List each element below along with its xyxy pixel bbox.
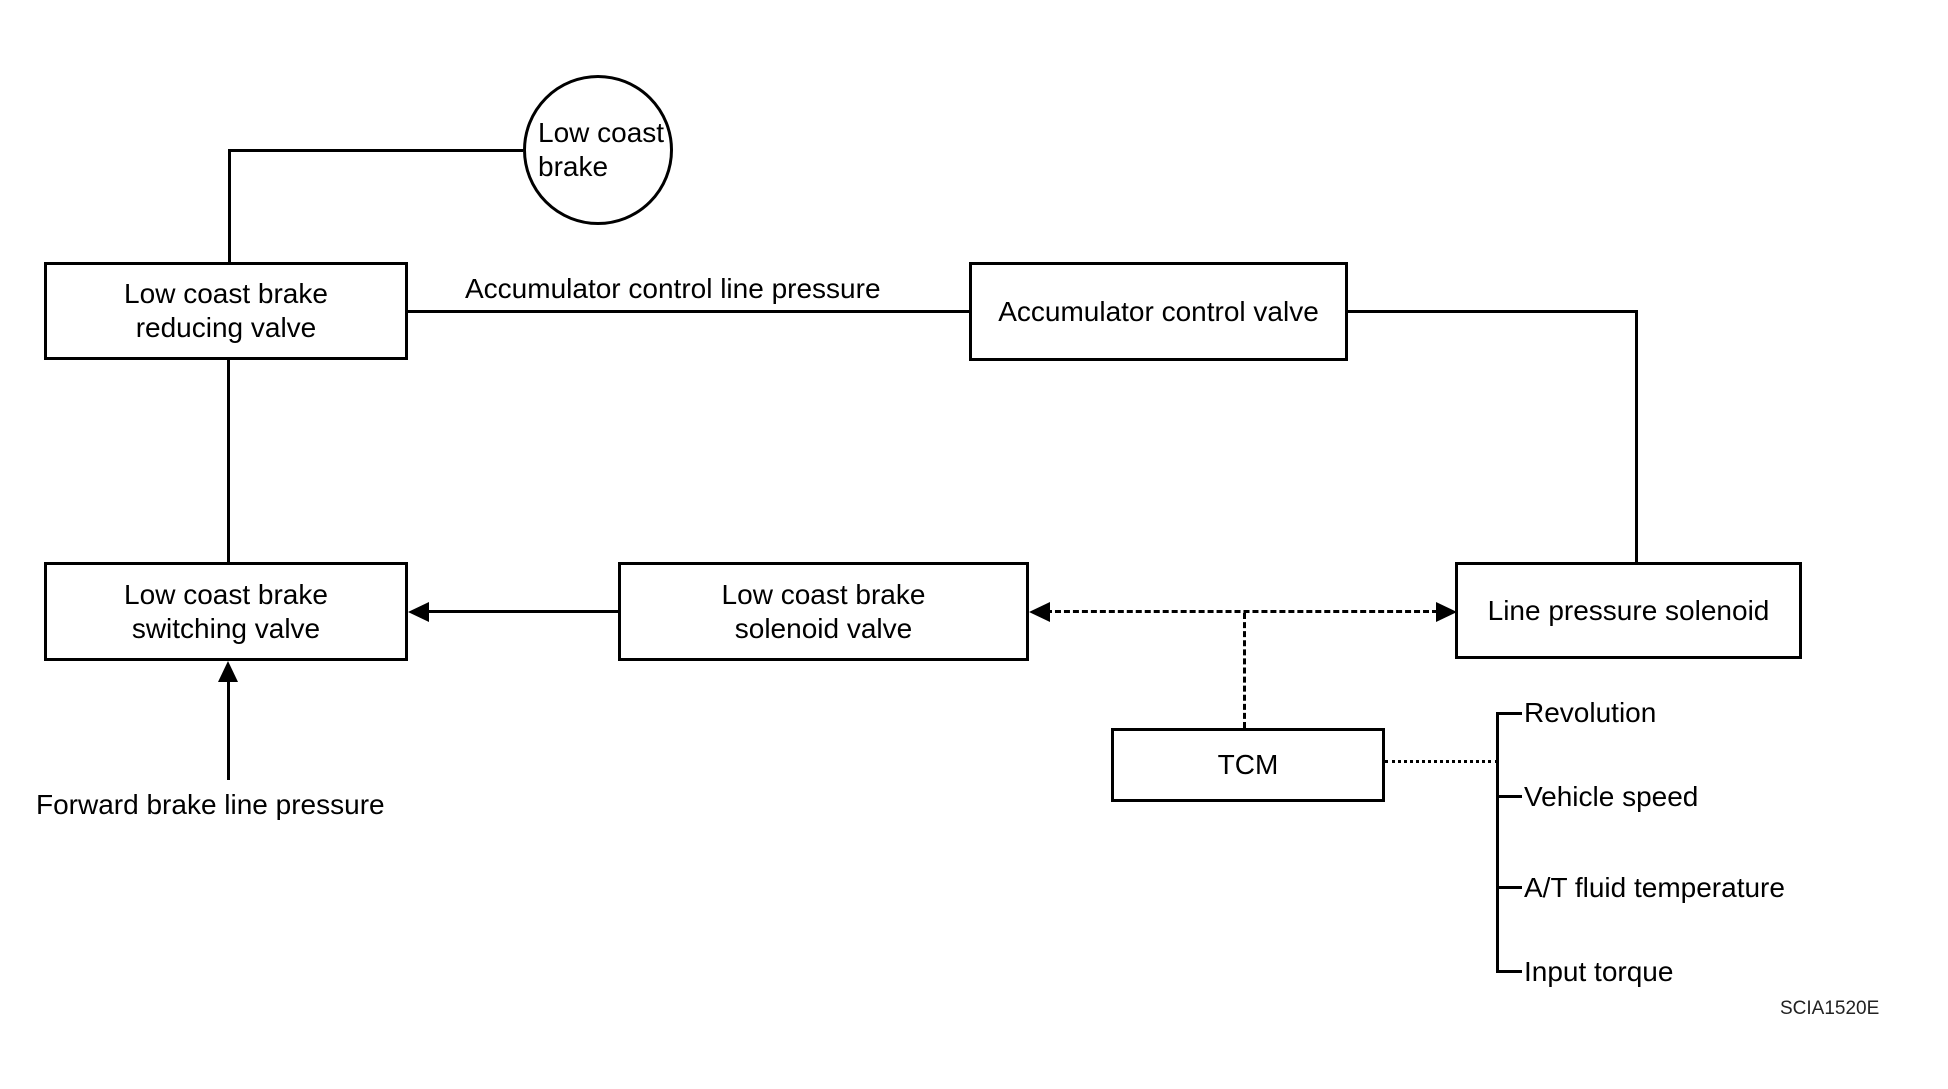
node-tcm-label: TCM: [1217, 749, 1279, 780]
node-accumulator-control-valve: Accumulator control valve: [969, 262, 1348, 361]
node-line-pressure-solenoid: Line pressure solenoid: [1455, 562, 1802, 659]
node-tcm: TCM: [1111, 728, 1385, 802]
edge-label-accumulator-control-line-pressure: Accumulator control line pressure: [465, 273, 881, 304]
node-solenoid-valve-label: Low coast brake solenoid valve: [721, 578, 926, 644]
arrowhead-dashed-left-icon: [1029, 602, 1050, 622]
node-switching-valve-label: Low coast brake switching valve: [124, 578, 328, 644]
branch-tick: [1496, 970, 1522, 973]
node-reducing-valve: Low coast brake reducing valve: [44, 262, 408, 360]
arrowhead-left-icon: [408, 602, 429, 622]
branch-tick: [1496, 712, 1522, 715]
connector-accumulator-right: [1348, 310, 1638, 313]
connector-tcm-signal-dashed: [1046, 610, 1438, 613]
connector-reducing-to-switching: [227, 360, 230, 562]
edge-label-forward-brake-line-pressure: Forward brake line pressure: [36, 789, 385, 820]
connector-solenoid-to-switching: [426, 610, 618, 613]
connector-inputs-branch: [1496, 712, 1499, 973]
arrowhead-dashed-right-icon: [1436, 602, 1457, 622]
connector-forward-brake: [227, 678, 230, 780]
arrowhead-up-icon: [218, 661, 238, 682]
node-low-coast-brake-label: Low coast brake: [538, 117, 665, 182]
node-switching-valve: Low coast brake switching valve: [44, 562, 408, 661]
connector-circle-vertical: [228, 149, 231, 262]
node-reducing-valve-label: Low coast brake reducing valve: [124, 278, 328, 343]
tcm-input-at-fluid-temperature: A/T fluid temperature: [1524, 872, 1785, 903]
connector-to-line-pressure-solenoid: [1635, 310, 1638, 562]
connector-circle-horizontal: [228, 149, 523, 152]
node-accumulator-control-valve-label: Accumulator control valve: [998, 295, 1319, 327]
node-line-pressure-solenoid-label: Line pressure solenoid: [1487, 594, 1770, 626]
node-low-coast-brake: Low coast brake: [523, 75, 673, 225]
tcm-input-input-torque: Input torque: [1524, 956, 1674, 987]
connector-tcm-inputs-dotted: [1385, 760, 1498, 763]
branch-tick: [1496, 795, 1522, 798]
figure-code: SCIA1520E: [1780, 998, 1880, 1019]
tcm-input-revolution: Revolution: [1524, 697, 1657, 728]
branch-tick: [1496, 886, 1522, 889]
connector-tcm-vertical-dashed: [1243, 613, 1246, 728]
node-solenoid-valve: Low coast brake solenoid valve: [618, 562, 1029, 661]
connector-accumulator-line: [408, 310, 969, 313]
tcm-input-vehicle-speed: Vehicle speed: [1524, 781, 1699, 812]
